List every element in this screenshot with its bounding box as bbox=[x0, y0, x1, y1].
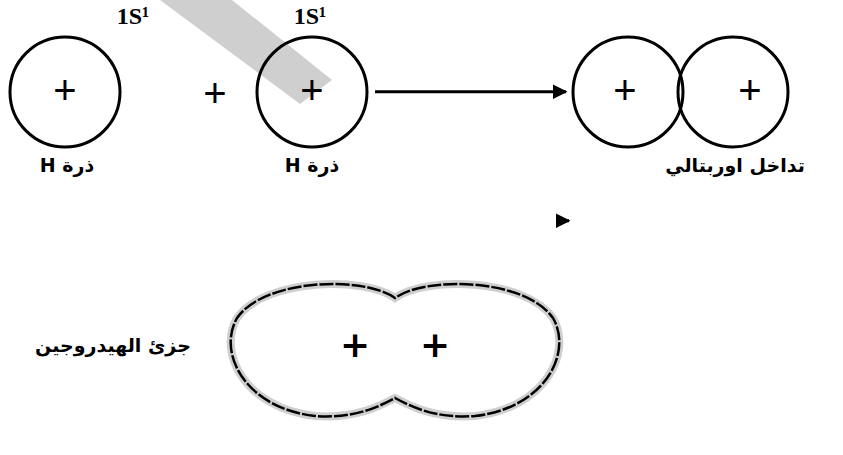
nucleus-sign: + bbox=[420, 325, 450, 365]
orbital-label: 1S¹ bbox=[117, 3, 150, 29]
hydrogen-atom: 1S¹ + ذرة H bbox=[253, 0, 371, 182]
hydrogen-molecule: ++جزئ الهيدروجين bbox=[225, 278, 565, 420]
reaction-arrow bbox=[566, 219, 569, 222]
hydrogen-atom: 1S¹ + ذرة H bbox=[5, 0, 155, 182]
orbital-circle bbox=[10, 37, 120, 147]
orbital-circle bbox=[678, 37, 788, 147]
atom-caption: ذرة H bbox=[285, 155, 339, 176]
molecule-caption: جزئ الهيدروجين bbox=[35, 335, 191, 356]
nucleus-sign: + bbox=[340, 325, 370, 365]
nucleus-sign: + bbox=[738, 68, 761, 112]
nucleus-sign: + bbox=[53, 68, 76, 112]
nucleus-sign: + bbox=[613, 68, 636, 112]
atom-caption: ذرة H bbox=[40, 155, 94, 176]
plus-operator: + bbox=[203, 71, 226, 115]
molecule-outline bbox=[231, 284, 560, 416]
orbital-circle bbox=[573, 37, 683, 147]
orbital-label: 1S¹ bbox=[294, 3, 327, 29]
overlap-caption: تداخل اوربتالي bbox=[665, 155, 805, 176]
orbital-overlap: ++تداخل اوربتالي bbox=[570, 0, 792, 185]
orbital-circle bbox=[257, 37, 367, 147]
molecule-glow bbox=[231, 284, 560, 416]
nucleus-sign: + bbox=[300, 68, 323, 112]
reaction-arrow bbox=[375, 90, 566, 93]
node-outline bbox=[225, 278, 565, 420]
